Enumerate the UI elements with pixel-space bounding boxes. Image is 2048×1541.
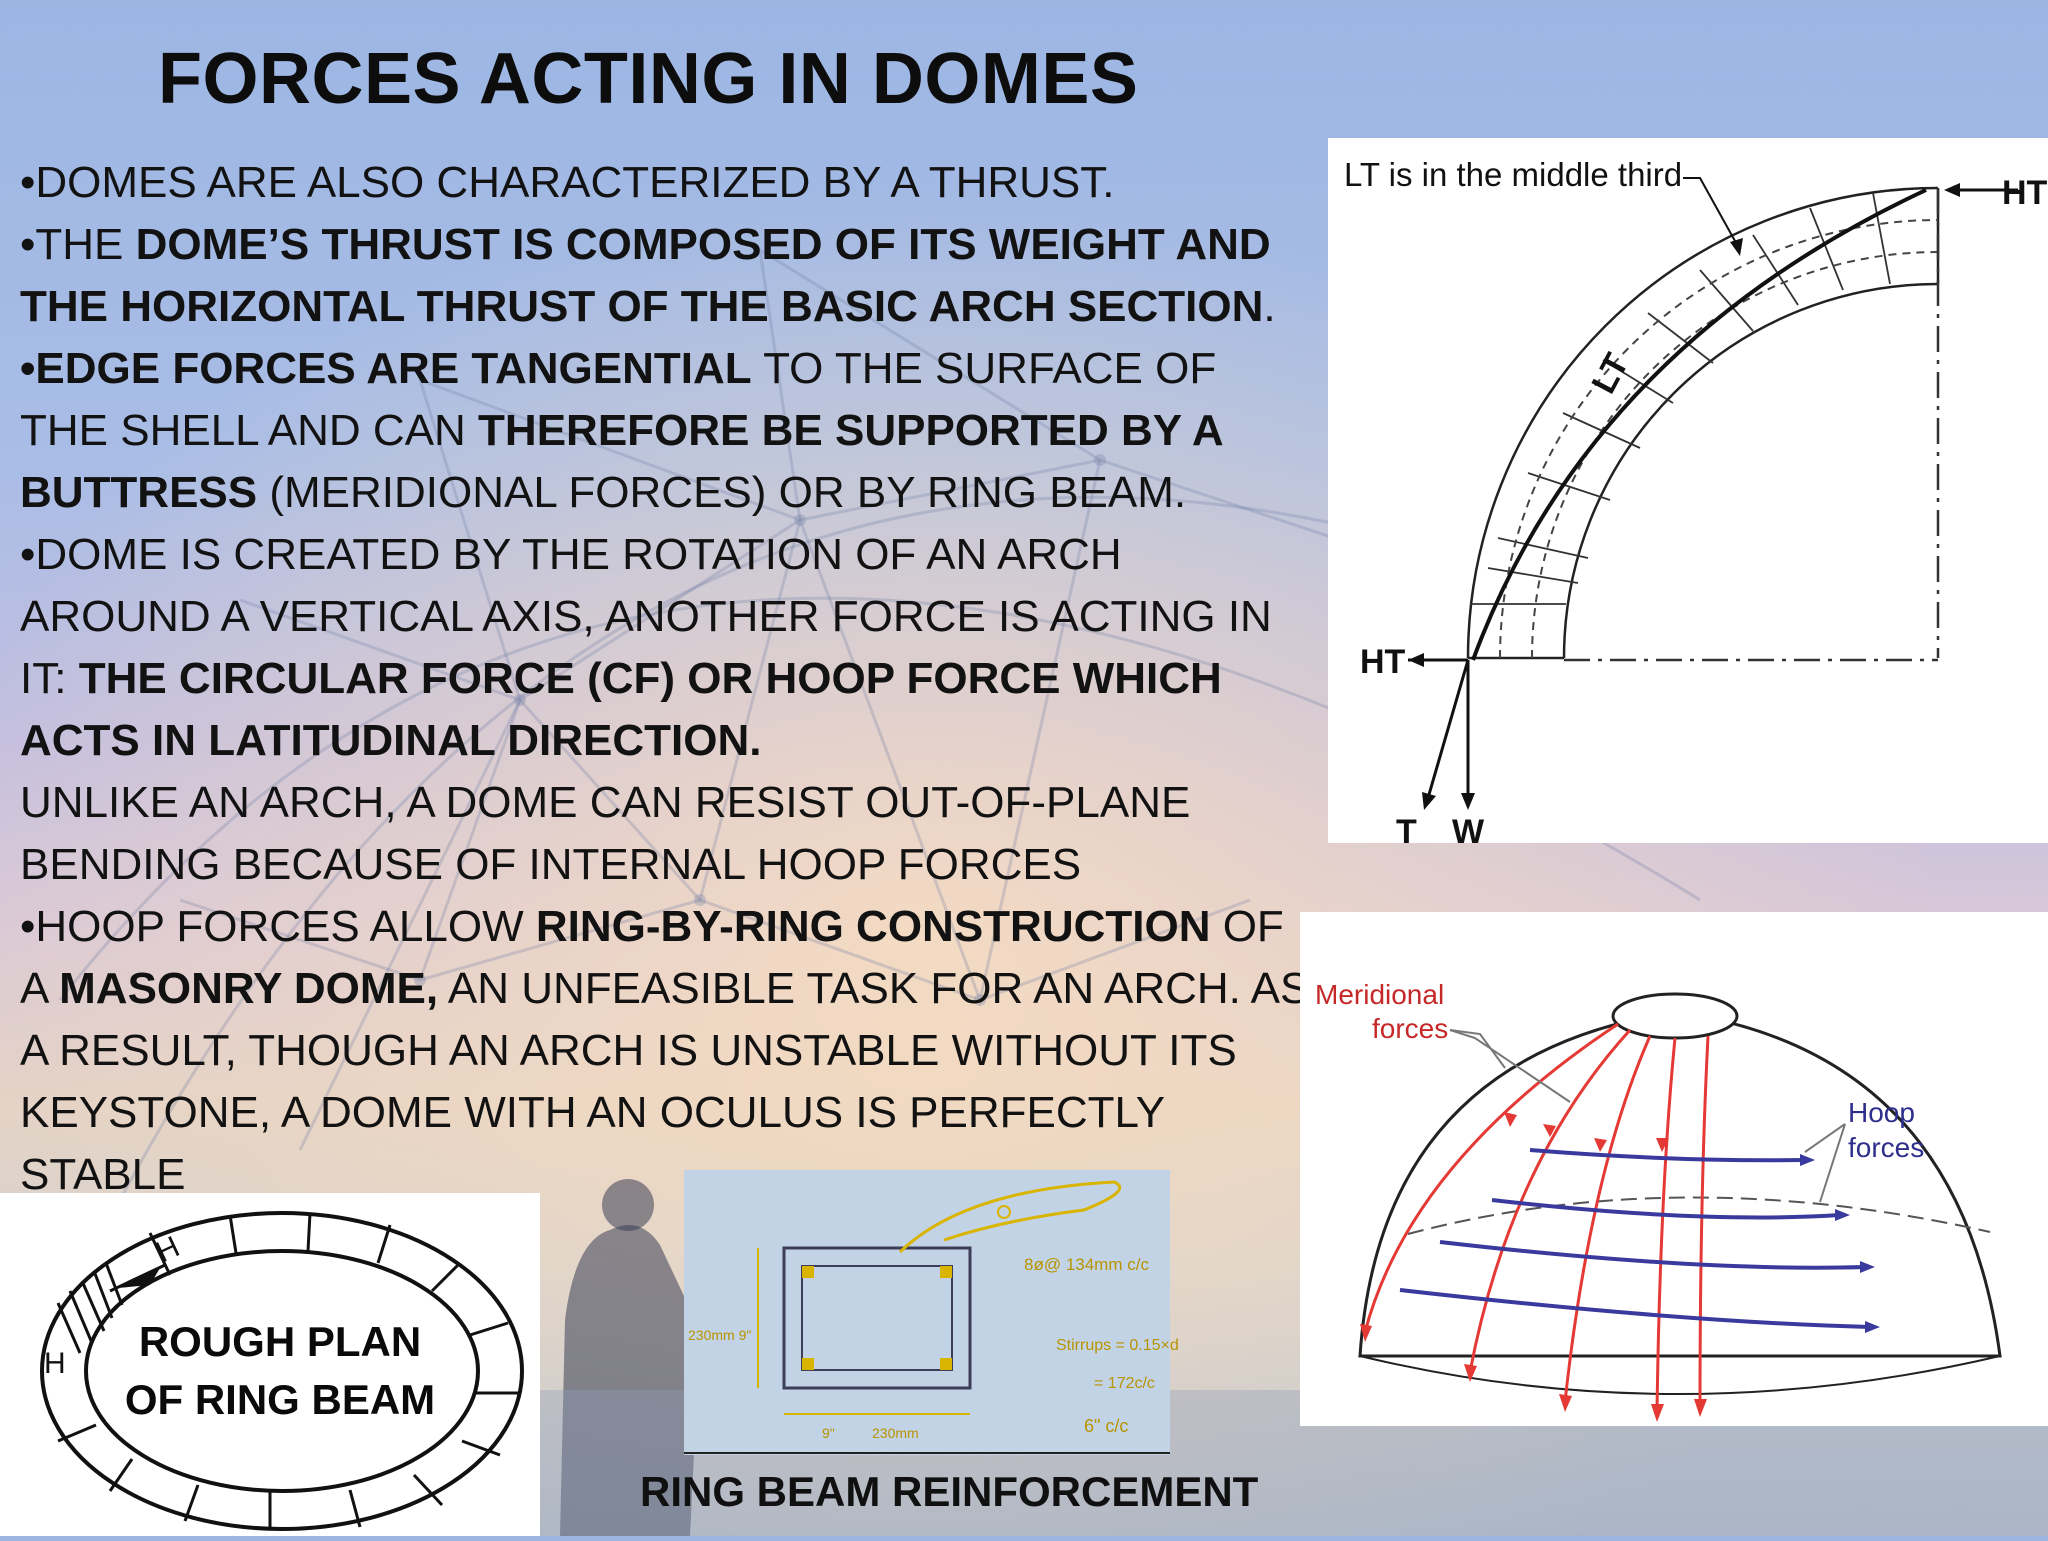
arch-note-label: LT is in the middle third [1344,156,1682,193]
bullet-text: OF A [20,902,1284,1013]
hoop-label-line2: forces [1848,1132,1924,1163]
sketch-dim-bottom-mm: 230mm [872,1425,919,1441]
bullet-list: •DOMES ARE ALSO CHARACTERIZED BY A THRUS… [20,152,1310,1206]
bullet-paragraph: •EDGE FORCES ARE TANGENTIAL TO THE SURFA… [20,338,1310,524]
plan-label: ROUGH PLAN OF RING BEAM [100,1313,460,1429]
plan-label-line2: OF RING BEAM [124,1376,436,1423]
plan-h-label-side: H [44,1347,66,1380]
sketch-note-bars: 8ø@ 134mm c/c [1024,1255,1149,1274]
bullet-text-bold: MASONRY DOME, [59,964,439,1013]
arch-ht-top-label: HT [2002,174,2048,212]
bullet-text: TO THE SURFACE OF THE SHELL AND CAN [20,344,1217,455]
sketch-dim-bottom-inch: 9" [822,1425,835,1441]
bullet-text-bold: THEREFORE BE SUPPORTED BY A BUTTRESS [20,406,1223,517]
bullet-text-bold: •EDGE FORCES ARE TANGENTIAL [20,344,752,393]
arch-t-label: T [1396,813,1417,851]
bullet-paragraph: •HOOP FORCES ALLOW RING-BY-RING CONSTRUC… [20,896,1310,1206]
bullet-text-bold: RING-BY-RING CONSTRUCTION [535,902,1211,951]
arch-lt-label: LT [1585,347,1637,399]
sketch-note-pitch: 6" c/c [1084,1416,1128,1436]
bullet-paragraph: •THE DOME’S THRUST IS COMPOSED OF ITS WE… [20,214,1310,338]
bullet-text: •THE [20,220,136,269]
arch-w-label: W [1452,813,1485,851]
bullet-text-bold: THE CIRCULAR FORCE (CF) OR HOOP FORCE WH… [20,654,1222,765]
plan-h-label-top: H [151,1230,185,1269]
bullet-text: AN UNFEASIBLE TASK FOR AN ARCH. AS A RES… [20,964,1310,1199]
bullet-text: •DOME IS CREATED BY THE ROTATION OF AN A… [20,530,1272,703]
arch-ht-base-label: HT [1360,643,1406,681]
dome-forces-diagram: Meridional forces Hoop forces [1300,912,2048,1426]
bullet-paragraph: •DOMES ARE ALSO CHARACTERIZED BY A THRUS… [20,152,1310,214]
ring-beam-caption: RING BEAM REINFORCEMENT [640,1468,1259,1515]
bullet-text: •DOMES ARE ALSO CHARACTERIZED BY A THRUS… [20,158,1115,207]
meridional-label-line1: Meridional [1315,979,1444,1010]
bullet-text: UNLIKE AN ARCH, A DOME CAN RESIST OUT-OF… [20,778,1191,889]
arch-thrust-diagram: LT is in the middle third HT LT HT T W [1328,138,2048,851]
sketch-note-spacing: = 172c/c [1094,1375,1155,1392]
bullet-text: . [1263,282,1276,331]
sketch-note-stirrups: Stirrups = 0.15×d [1056,1337,1179,1354]
slide-title: FORCES ACTING IN DOMES [158,39,1139,119]
meridional-label-line2: forces [1372,1013,1448,1044]
ring-beam-reinforcement-sketch: 8ø@ 134mm c/c Stirrups = 0.15×d = 172c/c… [684,1170,1179,1455]
hoop-label-line1: Hoop [1848,1097,1915,1128]
ring-beam-plan: H H ROUGH PLAN OF RING BEAM [0,1193,540,1536]
bullet-paragraph: •DOME IS CREATED BY THE ROTATION OF AN A… [20,524,1310,772]
bullet-text: •HOOP FORCES ALLOW [20,902,536,951]
bullet-text-bold: DOME’S THRUST IS COMPOSED OF ITS WEIGHT … [20,220,1271,331]
bullet-paragraph: UNLIKE AN ARCH, A DOME CAN RESIST OUT-OF… [20,772,1310,896]
sketch-dim-side: 230mm 9" [688,1327,751,1343]
plan-label-line1: ROUGH PLAN [138,1318,422,1365]
bullet-text: (MERIDIONAL FORCES) OR BY RING BEAM. [257,468,1187,517]
